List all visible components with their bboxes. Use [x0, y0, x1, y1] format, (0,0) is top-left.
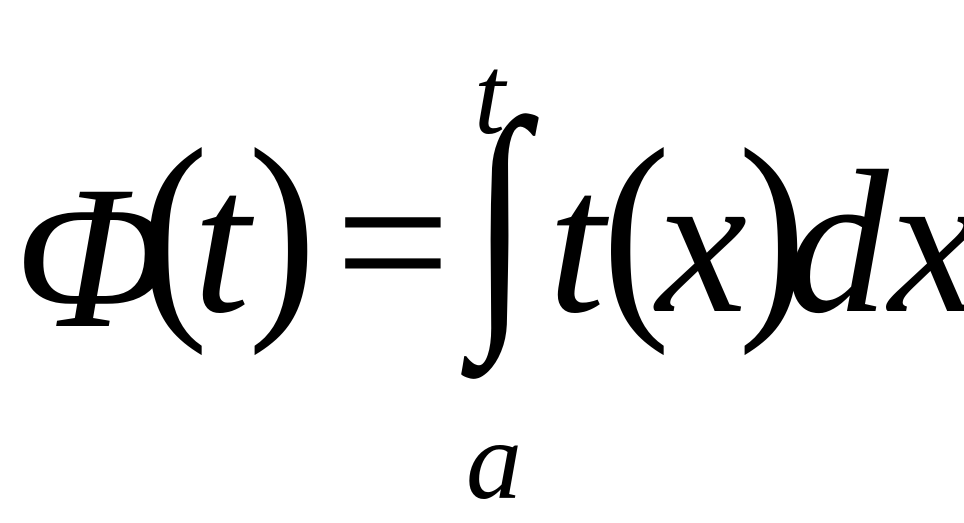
upper-limit: t [474, 34, 506, 158]
lhs-open-paren: ( [140, 102, 209, 357]
lhs-variable-t: t [193, 129, 250, 356]
equals-sign: = [335, 129, 451, 356]
phi-symbol: Φ [14, 144, 171, 371]
lower-limit: a [466, 399, 522, 523]
lhs-close-paren: ) [248, 102, 317, 357]
differential-dx: dx [786, 129, 964, 356]
integrand-function-t: t [548, 129, 605, 356]
integrand-open-paren: ( [602, 102, 671, 357]
integrand-variable-x: x [656, 129, 747, 356]
integrand-close-paren: ) [738, 102, 807, 357]
integral-sign: ∫ [472, 66, 529, 366]
